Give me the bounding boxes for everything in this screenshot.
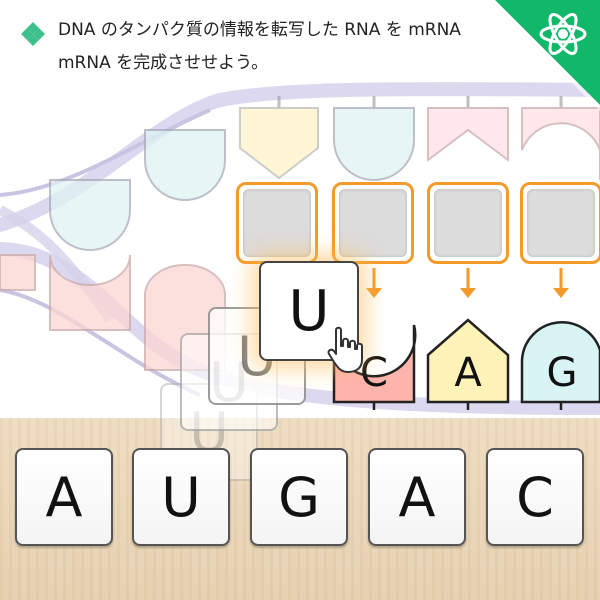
mrna-drop-slot[interactable] — [332, 182, 414, 264]
template-base-a — [426, 318, 510, 404]
subject-badge — [489, 0, 600, 111]
template-base-label: A — [454, 350, 482, 396]
arrow-down-icon — [460, 288, 476, 298]
dna-strand-line — [0, 108, 211, 197]
arrow-down-icon — [553, 288, 569, 298]
template-base-label: C — [360, 350, 388, 396]
base-card-u[interactable]: U — [132, 448, 230, 546]
faded-base-c-2 — [49, 254, 131, 331]
template-base-g — [520, 321, 600, 404]
base-card-g[interactable]: G — [250, 448, 348, 546]
faded-base-g-1 — [144, 129, 226, 201]
mrna-drop-slot[interactable] — [236, 182, 318, 264]
base-card-c[interactable]: C — [486, 448, 584, 546]
mrna-drop-slot[interactable] — [520, 182, 600, 264]
faded-base-c-3 — [0, 254, 36, 291]
dna-strand-line-2 — [0, 288, 201, 397]
mrna-drop-slot[interactable] — [427, 182, 509, 264]
base-card-a[interactable]: A — [368, 448, 466, 546]
faded-base-g-3 — [333, 107, 415, 181]
faded-base-c-1 — [521, 107, 600, 180]
instruction-text: DNA のタンパク質の情報を転写した RNA を mRNA mRNA を完成させ… — [58, 20, 461, 73]
faded-base-g-2 — [49, 179, 131, 251]
hand-pointer-icon — [327, 326, 363, 373]
faded-base-u-1 — [427, 107, 509, 162]
arrow-down-icon — [366, 288, 382, 298]
base-card-a[interactable]: A — [15, 448, 113, 546]
template-base-label: G — [546, 350, 578, 396]
diamond-cluster-icon — [21, 22, 45, 46]
faded-base-a-1 — [239, 107, 319, 180]
